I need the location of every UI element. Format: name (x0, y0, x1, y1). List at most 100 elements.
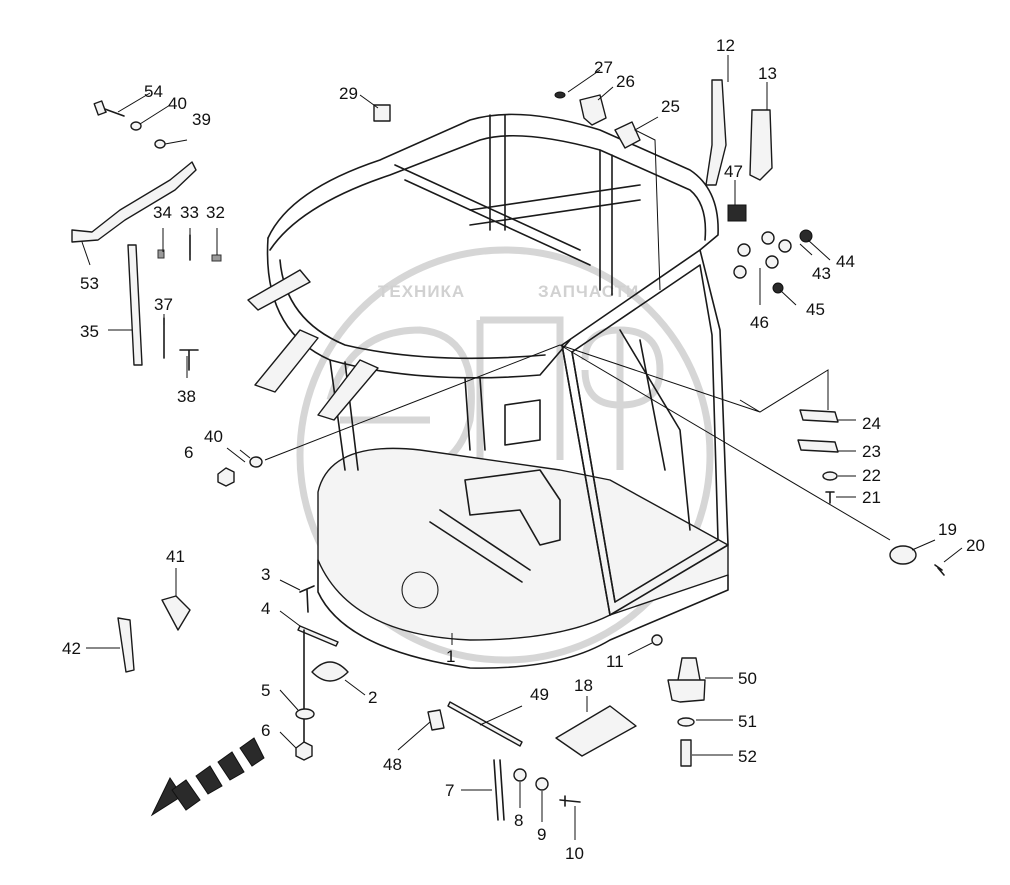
grommet-27 (554, 91, 566, 99)
bracket-26 (579, 94, 607, 126)
washer-39 (154, 139, 166, 149)
watermark-ring (296, 246, 714, 664)
front-door-pillar (561, 344, 616, 616)
callout-11: 11 (606, 652, 624, 671)
bolt-54 (93, 100, 125, 117)
strap-4 (297, 625, 339, 647)
callout-23: 23 (862, 442, 881, 461)
washer-40-lower (249, 456, 263, 468)
roof-pillar-rear (489, 114, 506, 231)
bolt-3 (299, 585, 315, 613)
rear-pillar (599, 149, 613, 296)
mount-2 (311, 661, 349, 682)
callout-8: 8 (514, 811, 523, 830)
handle-42 (117, 617, 135, 673)
bracket-48 (427, 709, 445, 731)
mount-19 (889, 545, 917, 565)
clip-29 (373, 104, 391, 122)
watermark-letter-p (476, 316, 564, 460)
callout-40-lower: 40 (204, 427, 223, 446)
plate-23 (797, 439, 839, 453)
bracket-13 (749, 109, 773, 181)
washer-43 (778, 239, 792, 253)
seal-strip-35 (127, 244, 143, 366)
leader-lines (81, 55, 963, 840)
callout-43: 43 (812, 264, 831, 283)
callout-35: 35 (80, 322, 99, 341)
callout-26: 26 (616, 72, 635, 91)
washer-9 (535, 777, 549, 791)
roof-beam-cross (469, 184, 641, 226)
callout-39: 39 (192, 110, 211, 129)
callout-46: 46 (750, 313, 769, 332)
floor-channel (429, 509, 531, 583)
callout-1: 1 (446, 647, 455, 666)
floor-plate-edge (317, 559, 729, 669)
clip-32 (211, 254, 222, 262)
callout-19: 19 (938, 520, 957, 539)
callout-22: 22 (862, 466, 881, 485)
callout-47: 47 (724, 162, 743, 181)
callout-9: 9 (537, 825, 546, 844)
callout-51: 51 (738, 712, 757, 731)
switch-47 (727, 204, 747, 222)
roof-ring-outer (267, 113, 719, 251)
callout-4: 4 (261, 599, 270, 618)
washer-51 (677, 717, 695, 727)
callout-2: 2 (368, 688, 377, 707)
clip-34 (157, 249, 165, 259)
cab-frame (247, 113, 729, 669)
callout-37: 37 (154, 295, 173, 314)
bracket-left-2 (317, 359, 379, 421)
callout-13: 13 (758, 64, 777, 83)
callout-42: 42 (62, 639, 81, 658)
floor-plate (317, 447, 729, 641)
callout-34: 34 (153, 203, 172, 222)
callout-29: 29 (339, 84, 358, 103)
callout-52: 52 (738, 747, 757, 766)
cap-11 (651, 634, 663, 646)
callout-49: 49 (530, 685, 549, 704)
callout-12: 12 (716, 36, 735, 55)
mount-50 (667, 657, 706, 703)
callout-3: 3 (261, 565, 270, 584)
front-direction-arrow-icon (150, 737, 265, 817)
callout-45: 45 (806, 300, 825, 319)
callout-53: 53 (80, 274, 99, 293)
callout-6-upper: 6 (184, 443, 193, 462)
callout-6-lower: 6 (261, 721, 270, 740)
screw-20 (934, 564, 945, 576)
callout-44: 44 (836, 252, 855, 271)
bracket-12 (705, 79, 727, 186)
floor-console (464, 469, 561, 546)
nut-6-lower (295, 741, 313, 761)
callout-24: 24 (862, 414, 881, 433)
roof-ring-inner (269, 134, 707, 251)
callout-50: 50 (738, 669, 757, 688)
callout-18: 18 (574, 676, 593, 695)
bolt-38 (179, 349, 199, 371)
watermark-text-right: ЗАПЧАСТИ (538, 282, 639, 301)
callout-10: 10 (565, 844, 584, 863)
callout-54: 54 (144, 82, 163, 101)
callout-20: 20 (966, 536, 985, 555)
rear-panel-cutout (619, 329, 691, 531)
plate-18 (555, 705, 637, 757)
rod-7 (493, 759, 505, 821)
callout-41: 41 (166, 547, 185, 566)
handrail-53 (71, 161, 197, 243)
nut-6-upper (217, 467, 235, 487)
bracket-25 (614, 121, 641, 149)
strip-49 (447, 701, 523, 747)
bracket-left-1 (254, 329, 319, 393)
cap-44 (799, 229, 813, 243)
callout-32: 32 (206, 203, 225, 222)
floor-hatch (401, 571, 439, 609)
callout-21: 21 (862, 488, 881, 507)
callout-40-upper: 40 (168, 94, 187, 113)
bolt-10 (559, 795, 581, 807)
handle-41 (161, 595, 191, 631)
callout-48: 48 (383, 755, 402, 774)
callout-27: 27 (594, 58, 613, 77)
callout-25: 25 (661, 97, 680, 116)
